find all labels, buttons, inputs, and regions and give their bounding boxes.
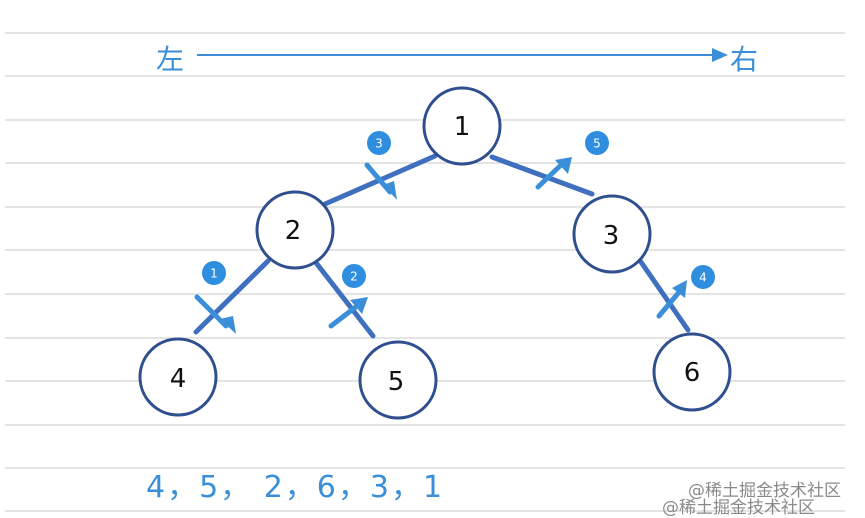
tree-nodes: 1 2 3 4 5 6 xyxy=(138,86,732,420)
traversal-sequence: 4，5， 2，6，3，1 xyxy=(146,470,445,505)
tree-node-4: 4 xyxy=(138,337,218,417)
node-label: 5 xyxy=(388,367,405,397)
arrow-step-5 xyxy=(535,157,572,190)
node-label: 1 xyxy=(454,112,471,142)
arrow-step-4 xyxy=(656,280,687,319)
step-badge-3: 3 xyxy=(367,131,391,155)
step-badge-2: 2 xyxy=(342,264,366,288)
edge-2-5 xyxy=(314,261,376,339)
direction-right-label: 右 xyxy=(730,43,759,76)
tree-node-1: 1 xyxy=(422,86,502,166)
step-badge-1: 1 xyxy=(202,261,226,285)
arrow-step-2 xyxy=(328,297,368,329)
direction-left-label: 左 xyxy=(156,43,185,76)
edge-3-6 xyxy=(638,259,691,333)
arrow-step-3 xyxy=(364,162,397,200)
step-badge-label: 1 xyxy=(210,267,218,281)
arrow-step-1 xyxy=(194,294,236,334)
tree-node-3: 3 xyxy=(572,194,652,274)
node-label: 6 xyxy=(684,358,701,388)
traversal-arrows xyxy=(194,157,687,334)
edge-2-4 xyxy=(193,258,271,335)
tree-node-2: 2 xyxy=(255,190,335,270)
edge-1-3 xyxy=(489,154,595,197)
direction-arrow xyxy=(197,48,728,62)
step-badge-5: 5 xyxy=(585,131,609,155)
ruled-lines xyxy=(5,32,845,512)
node-label: 3 xyxy=(603,221,620,251)
tree-node-6: 6 xyxy=(652,332,732,412)
node-label: 4 xyxy=(170,364,187,394)
tree-node-5: 5 xyxy=(358,340,438,420)
step-badge-label: 5 xyxy=(593,137,601,151)
step-badges: 3 5 1 2 4 xyxy=(202,131,715,289)
watermark: @稀土掘金技术社区 xyxy=(688,481,841,501)
step-badge-label: 4 xyxy=(699,271,707,285)
step-badge-label: 3 xyxy=(375,137,383,151)
step-badge-label: 2 xyxy=(350,270,358,284)
step-badge-4: 4 xyxy=(691,265,715,289)
watermark: @稀土掘金技术社区 xyxy=(662,498,815,518)
node-label: 2 xyxy=(285,216,302,246)
